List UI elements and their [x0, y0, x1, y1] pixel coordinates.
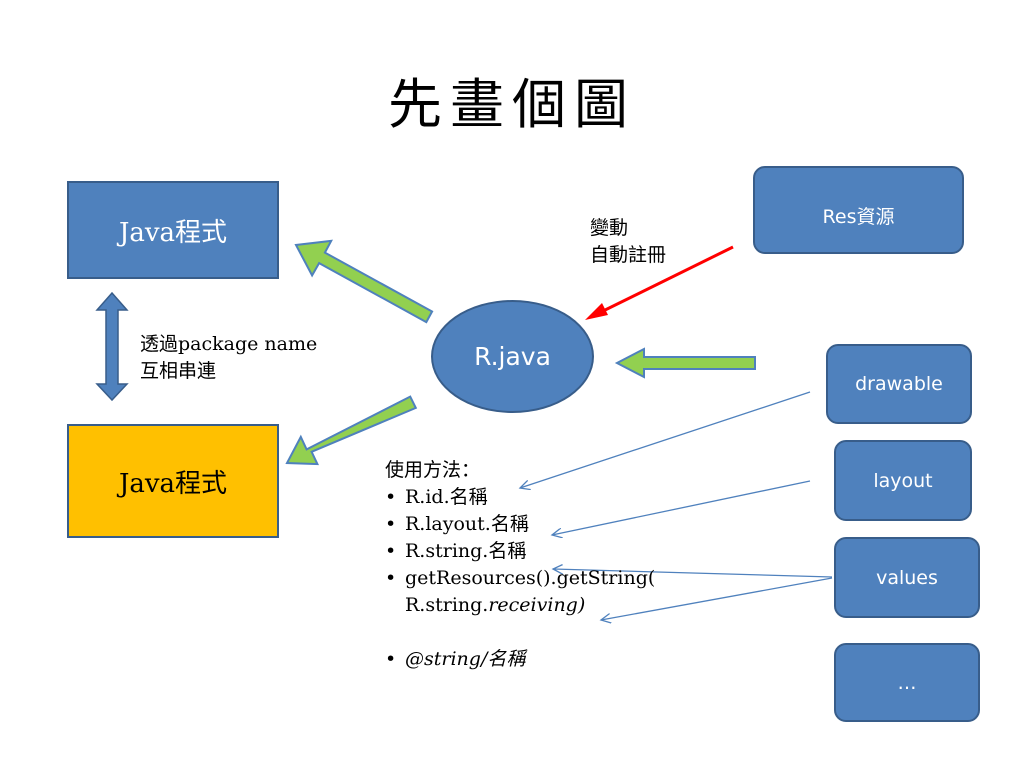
java-program-label-bottom: Java程式 [118, 468, 228, 499]
usage-item-text: R.layout.名稱 [405, 513, 529, 535]
thin-arrow-drawable [520, 391, 811, 488]
res-resources-box: Res資源 [753, 166, 964, 254]
usage-cont-italic: receiving) [488, 594, 586, 616]
java-program-box-bottom: Java程式 [67, 424, 279, 538]
usage-cont-plain: R.string. [405, 594, 489, 616]
thin-arrow-values-getstring [601, 577, 833, 620]
values-label: values [876, 566, 938, 589]
java-program-label-top: Java程式 [118, 217, 228, 248]
more-label: … [897, 671, 917, 694]
values-box: values [834, 537, 980, 618]
usage-item-continuation: R.string.receiving) [385, 592, 655, 619]
drawable-box: drawable [826, 344, 972, 424]
usage-item-text: R.id.名稱 [405, 486, 488, 508]
green-arrow-to-java-top [294, 239, 434, 324]
usage-item: •R.string.名稱 [385, 540, 527, 562]
usage-item: •getResources().getString( [385, 567, 656, 589]
thin-arrow-values-string [553, 569, 833, 578]
usage-spacer [385, 619, 655, 646]
layout-label: layout [873, 469, 933, 492]
package-note-line2: 互相串連 [140, 360, 217, 382]
res-resources-label: Res資源 [822, 206, 895, 228]
usage-item: •@string/名稱 [385, 648, 526, 670]
green-arrow-to-java-bottom [285, 395, 418, 466]
usage-item-text: getResources().getString( [405, 567, 656, 589]
green-arrow-to-r-java [614, 347, 756, 379]
usage-item: •R.id.名稱 [385, 486, 488, 508]
double-arrow [95, 291, 129, 402]
r-java-ellipse: R.java [431, 300, 594, 413]
usage-heading: 使用方法： [385, 459, 481, 481]
red-arrow-head [585, 303, 608, 320]
usage-item-text: R.string.名稱 [405, 540, 527, 562]
more-box: … [834, 643, 980, 722]
usage-item: •R.layout.名稱 [385, 513, 529, 535]
change-note-line1: 變動 [590, 217, 629, 239]
r-java-label: R.java [474, 342, 551, 371]
change-register-note: 變動 自動註冊 [590, 215, 666, 269]
drawable-label: drawable [855, 373, 943, 395]
page-title: 先畫個圖 [388, 73, 636, 136]
package-name-note: 透過package name 互相串連 [140, 331, 317, 385]
layout-box: layout [834, 440, 972, 521]
java-program-box-top: Java程式 [67, 181, 279, 279]
usage-list: 使用方法： •R.id.名稱 •R.layout.名稱 •R.string.名稱… [385, 457, 655, 673]
change-note-line2: 自動註冊 [590, 244, 667, 266]
thin-arrow-layout [552, 480, 811, 535]
usage-item-text: @string/名稱 [405, 648, 526, 670]
package-note-line1: 透過package name [140, 333, 318, 355]
